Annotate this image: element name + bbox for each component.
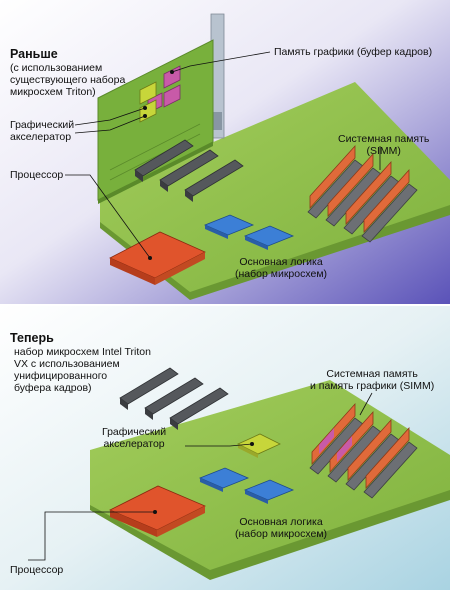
top-heading: Раньше	[10, 47, 58, 61]
bottom-label-graphics-accelerator: Графический акселератор	[102, 426, 167, 450]
top-accelerator-chip	[139, 81, 157, 105]
top-label-graphics-accelerator: Графический акселератор	[10, 119, 75, 143]
top-subtitle: (с использованием существующего набора м…	[10, 62, 126, 98]
bottom-subtitle: набор микросхем Intel Triton VX с исполь…	[14, 346, 151, 394]
top-leader-lines	[65, 51, 381, 259]
top-label-core-logic: Основная логика (набор микросхем)	[235, 256, 328, 280]
top-label-processor: Процессор	[10, 169, 64, 181]
top-expansion-slots	[134, 139, 244, 202]
bottom-core-logic-chip-1	[198, 467, 250, 489]
top-motherboard	[100, 82, 450, 292]
bottom-label-system-memory: Системная память и память графики (SIMM)	[310, 368, 435, 392]
bottom-expansion-slots	[119, 367, 229, 430]
bottom-label-core-logic: Основная логика (набор микросхем)	[235, 516, 328, 540]
top-label-graphics-memory: Память графики (буфер кадров)	[274, 46, 433, 58]
bottom-label-processor: Процессор	[10, 564, 64, 576]
bottom-heading: Теперь	[10, 331, 54, 345]
bottom-accelerator-chip	[237, 433, 281, 455]
bottom-core-logic-chip-2	[243, 479, 295, 501]
top-video-memory-chip-2	[163, 84, 181, 108]
top-label-system-memory: Системная память (SIMM)	[338, 133, 430, 157]
bottom-leader-lines	[28, 392, 373, 561]
bottom-simm-modules	[309, 402, 418, 499]
top-video-memory-chip-1	[163, 65, 181, 89]
top-simm-modules	[307, 144, 418, 243]
